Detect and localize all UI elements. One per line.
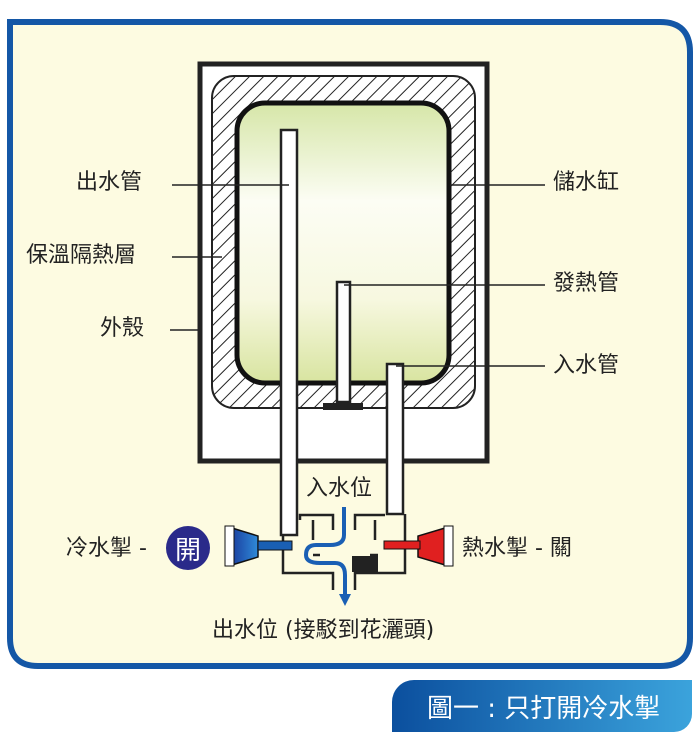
- label-outlet-position: 出水位 (接駁到花灑頭): [212, 618, 435, 643]
- water-flow-arrow: [303, 507, 347, 595]
- label-inlet-position: 入水位: [306, 476, 373, 501]
- heating-element: [335, 280, 352, 404]
- outlet-pipe: [279, 128, 299, 537]
- label-cold-switch: 冷水掣 -: [66, 536, 147, 561]
- label-insulation: 保溫隔熱層: [26, 243, 137, 268]
- label-shell: 外殼: [100, 316, 145, 341]
- label-heating-element: 發熱管: [553, 271, 620, 296]
- figure-caption: 圖一 : 只打開冷水掣: [392, 680, 692, 732]
- label-storage-tank: 儲水缸: [553, 170, 620, 195]
- label-outlet-pipe: 出水管: [76, 170, 143, 195]
- cold-open-badge: 開: [166, 526, 210, 570]
- label-inlet-pipe: 入水管: [553, 353, 620, 378]
- inlet-pipe: [385, 362, 405, 516]
- label-hot-switch: 熱水掣 - 關: [462, 536, 572, 561]
